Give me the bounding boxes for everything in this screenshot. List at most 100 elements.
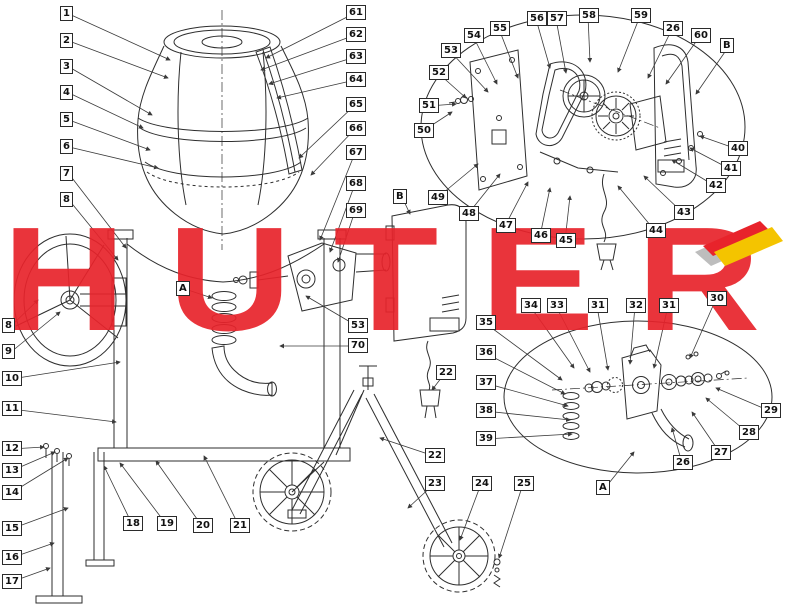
leader-line-B bbox=[695, 45, 730, 95]
leader-line-4 bbox=[68, 92, 144, 129]
callout-59: 59 bbox=[631, 8, 651, 23]
leader-line-37 bbox=[484, 382, 569, 408]
leader-line-9 bbox=[10, 311, 61, 353]
callout-12: 12 bbox=[2, 441, 22, 456]
callout-18: 18 bbox=[123, 516, 143, 531]
callout-53: 53 bbox=[441, 43, 461, 58]
spring-elbow-assembly bbox=[211, 291, 277, 397]
logo-stripe-yellow bbox=[714, 227, 783, 266]
callout-33: 33 bbox=[547, 298, 567, 313]
leader-line-63 bbox=[268, 56, 356, 86]
callout-7: 7 bbox=[60, 166, 73, 181]
callout-25: 25 bbox=[514, 476, 534, 491]
callout-52: 52 bbox=[429, 65, 449, 80]
mixer-drum bbox=[137, 25, 309, 235]
leader-line-33 bbox=[555, 305, 591, 373]
callout-16: 16 bbox=[2, 550, 22, 565]
drive-belt bbox=[535, 61, 587, 146]
leader-line-36 bbox=[484, 352, 566, 395]
callout-8: 8 bbox=[2, 318, 15, 333]
callout-13: 13 bbox=[2, 463, 22, 478]
leader-line-69 bbox=[336, 210, 356, 263]
left-wheel bbox=[252, 452, 332, 532]
callout-50: 50 bbox=[414, 123, 434, 138]
leader-line-7 bbox=[68, 173, 127, 249]
drum-guard bbox=[255, 46, 303, 175]
callout-B: B bbox=[720, 38, 734, 53]
callout-43: 43 bbox=[674, 205, 694, 220]
leader-line-31 bbox=[596, 305, 610, 371]
callout-36: 36 bbox=[476, 345, 496, 360]
callout-A: A bbox=[176, 281, 190, 296]
callout-58: 58 bbox=[579, 8, 599, 23]
leader-line-20 bbox=[155, 460, 203, 527]
callout-17: 17 bbox=[2, 574, 22, 589]
detail-view-a bbox=[503, 320, 773, 474]
callout-69: 69 bbox=[346, 203, 366, 218]
leader-line-68 bbox=[329, 183, 356, 253]
leader-line-39 bbox=[484, 431, 573, 440]
callout-51: 51 bbox=[419, 98, 439, 113]
right-wheel bbox=[422, 519, 496, 593]
callout-32: 32 bbox=[626, 298, 646, 313]
callout-29: 29 bbox=[761, 403, 781, 418]
leader-line-62 bbox=[260, 34, 356, 71]
leader-line-31 bbox=[652, 305, 669, 369]
pulley bbox=[562, 74, 606, 118]
callout-8: 8 bbox=[60, 192, 73, 207]
callout-60: 60 bbox=[691, 28, 711, 43]
leader-line-24 bbox=[459, 483, 482, 541]
callout-22: 22 bbox=[436, 365, 456, 380]
leader-line-54 bbox=[472, 35, 498, 85]
leader-line-3 bbox=[68, 66, 153, 116]
callout-2: 2 bbox=[60, 33, 73, 48]
callout-40: 40 bbox=[728, 141, 748, 156]
detail-power-cord bbox=[601, 173, 608, 243]
leader-line-65 bbox=[298, 104, 356, 159]
leader-line-61 bbox=[265, 12, 356, 59]
mounting-panel bbox=[469, 49, 528, 191]
leader-line-21 bbox=[203, 455, 240, 527]
callout-14: 14 bbox=[2, 485, 22, 500]
small-fastener-part bbox=[493, 558, 501, 588]
callout-63: 63 bbox=[346, 49, 366, 64]
leader-line-38 bbox=[484, 410, 571, 422]
callout-27: 27 bbox=[711, 445, 731, 460]
callout-19: 19 bbox=[157, 516, 177, 531]
callout-49: 49 bbox=[428, 190, 448, 205]
side-cover bbox=[653, 44, 697, 188]
callout-45: 45 bbox=[556, 233, 576, 248]
leader-line-A bbox=[604, 451, 635, 489]
callout-23: 23 bbox=[425, 476, 445, 491]
callout-31: 31 bbox=[588, 298, 608, 313]
leader-line-57 bbox=[555, 18, 568, 74]
leader-line-60 bbox=[665, 35, 701, 85]
callout-67: 67 bbox=[346, 145, 366, 160]
leader-line-11 bbox=[10, 408, 117, 424]
callout-22: 22 bbox=[425, 448, 445, 463]
callout-15: 15 bbox=[2, 521, 22, 536]
callout-4: 4 bbox=[60, 85, 73, 100]
callout-34: 34 bbox=[521, 298, 541, 313]
leader-line-10 bbox=[10, 360, 121, 380]
callout-39: 39 bbox=[476, 431, 496, 446]
frame bbox=[97, 229, 351, 462]
towbar-frame bbox=[287, 365, 453, 548]
leader-line-55 bbox=[498, 28, 519, 79]
leader-line-25 bbox=[497, 483, 524, 559]
callout-62: 62 bbox=[346, 27, 366, 42]
callout-54: 54 bbox=[464, 28, 484, 43]
leader-line-6 bbox=[68, 146, 159, 170]
bearing-housing bbox=[621, 349, 662, 420]
callout-70: 70 bbox=[348, 338, 368, 353]
leader-line-5 bbox=[68, 119, 151, 151]
callout-31: 31 bbox=[659, 298, 679, 313]
discharge-funnel bbox=[651, 412, 686, 448]
callout-21: 21 bbox=[230, 518, 250, 533]
leader-line-26 bbox=[647, 28, 673, 79]
callout-20: 20 bbox=[193, 518, 213, 533]
leader-line-30 bbox=[689, 298, 717, 359]
